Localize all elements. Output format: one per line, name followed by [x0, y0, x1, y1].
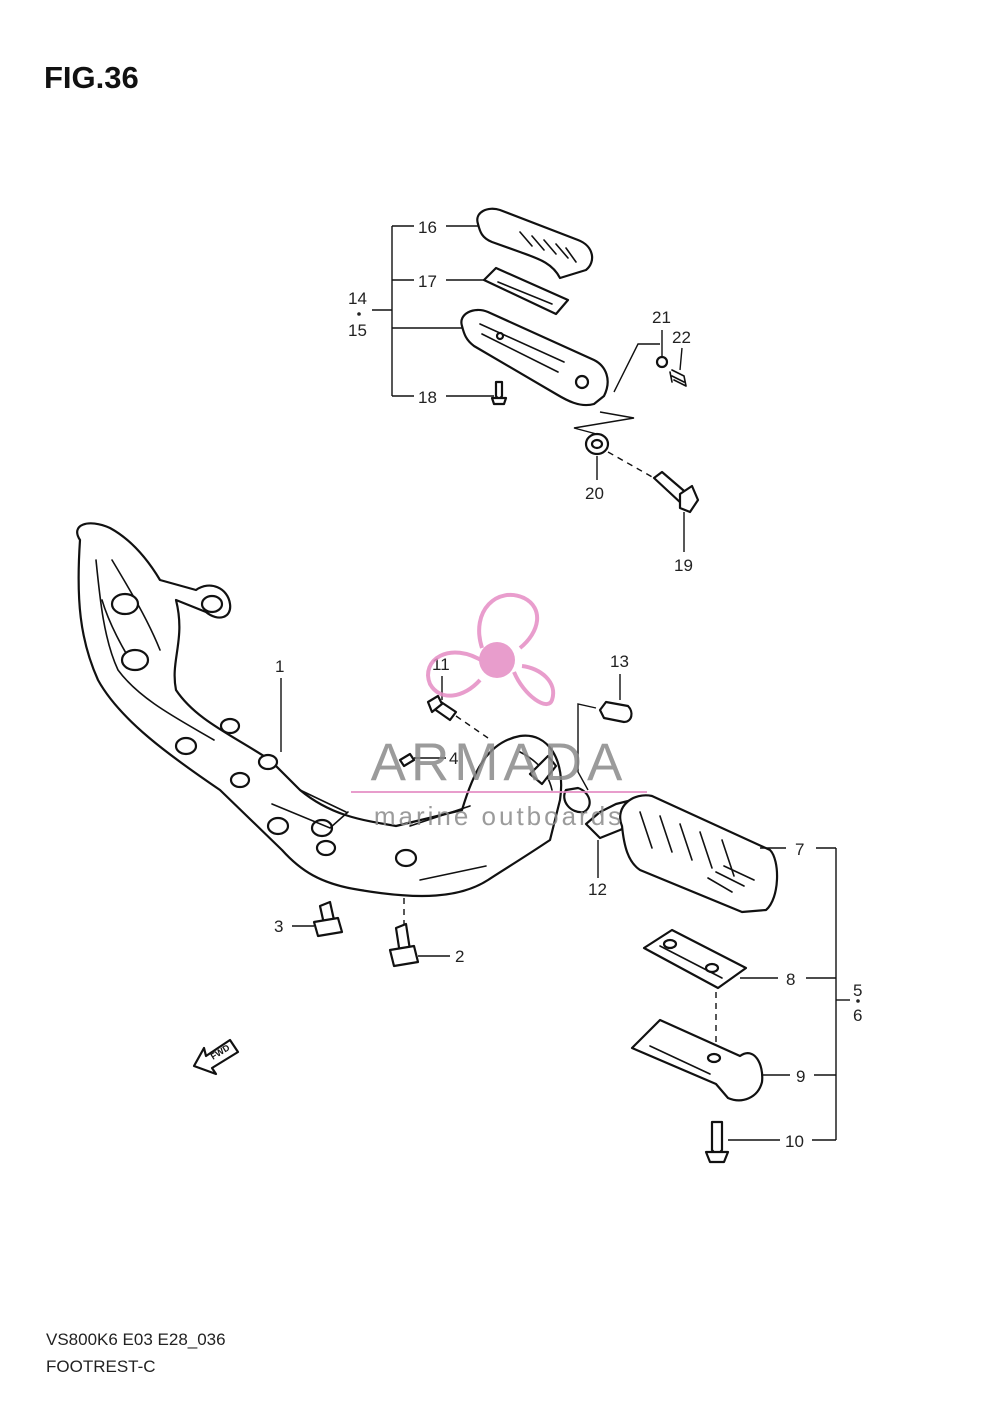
- watermark-tagline: marine outboards: [374, 801, 624, 831]
- footpeg-plate-part-17: [482, 266, 570, 316]
- propeller-blade-left: [426, 650, 486, 698]
- ball-part-21: [655, 355, 669, 369]
- model-code: VS800K6 E03 E28_036: [46, 1330, 226, 1349]
- callout-10: 10: [785, 1132, 804, 1151]
- plug-part-13: [598, 700, 633, 724]
- callout-8: 8: [786, 970, 795, 989]
- bolt-part-11: [426, 694, 458, 722]
- spring-part-22: [669, 369, 687, 387]
- callout-17: 17: [418, 272, 437, 291]
- callout-18: 18: [418, 388, 437, 407]
- callout-19: 19: [674, 556, 693, 575]
- footpeg-plate-part-8: [642, 928, 748, 990]
- screw-part-10: [704, 1120, 730, 1164]
- assembly-line-20-19: [607, 451, 655, 479]
- bracket-5-6-leaders: [728, 847, 850, 1141]
- callout-21: 21: [652, 308, 671, 327]
- callout-numbers: 1 2 3 4 5 6 7 8 9 10 11 12 13 14 15 16 1…: [274, 218, 862, 1151]
- bracket-14-15-leaders: [372, 225, 685, 552]
- watermark-brand: ARMADA: [371, 733, 628, 792]
- watermark-underline: [351, 791, 647, 793]
- callout-2: 2: [455, 947, 464, 966]
- callout-14: 14: [348, 289, 367, 308]
- fwd-direction-arrow: FWD: [192, 1038, 240, 1076]
- callout-14-15-dot: [357, 312, 361, 316]
- break-line: [573, 343, 660, 437]
- callout-9: 9: [796, 1067, 805, 1086]
- washer-part-20: [584, 432, 610, 456]
- figure-title: FIG.36: [44, 60, 139, 95]
- callout-6: 6: [853, 1006, 862, 1025]
- callout-4: 4: [449, 749, 458, 768]
- screw-part-18: [490, 380, 508, 406]
- callout-12: 12: [588, 880, 607, 899]
- main-footrest-bracket-part-1: [76, 522, 563, 898]
- bolt-part-3: [312, 900, 344, 938]
- propeller-blade-right: [512, 664, 556, 707]
- callout-3: 3: [274, 917, 283, 936]
- propeller-logo: [426, 592, 556, 707]
- pin-part-4: [398, 752, 416, 768]
- callout-13: 13: [610, 652, 629, 671]
- callout-16: 16: [418, 218, 437, 237]
- callout-1: 1: [275, 657, 284, 676]
- footpeg-body-part-14-15: [460, 308, 609, 407]
- pivot-bolt-part-19: [652, 470, 700, 514]
- armada-watermark: ARMADA marine outboards: [351, 592, 647, 831]
- propeller-blade-top: [477, 592, 540, 650]
- break-line-13: [577, 703, 597, 791]
- callout-15: 15: [348, 321, 367, 340]
- callout-7: 7: [795, 840, 804, 859]
- callout-22: 22: [672, 328, 691, 347]
- footpeg-base-part-9: [630, 1018, 764, 1102]
- propeller-hub: [479, 642, 515, 678]
- callout-5-6-dot: [856, 999, 860, 1003]
- callout-5: 5: [853, 981, 862, 1000]
- callout-20: 20: [585, 484, 604, 503]
- rubber-footpeg-cover-part-16: [476, 207, 594, 280]
- bolt-part-2: [388, 922, 420, 968]
- figure-caption: FOOTREST-C: [46, 1357, 156, 1376]
- rubber-footpeg-part-7: [619, 794, 779, 914]
